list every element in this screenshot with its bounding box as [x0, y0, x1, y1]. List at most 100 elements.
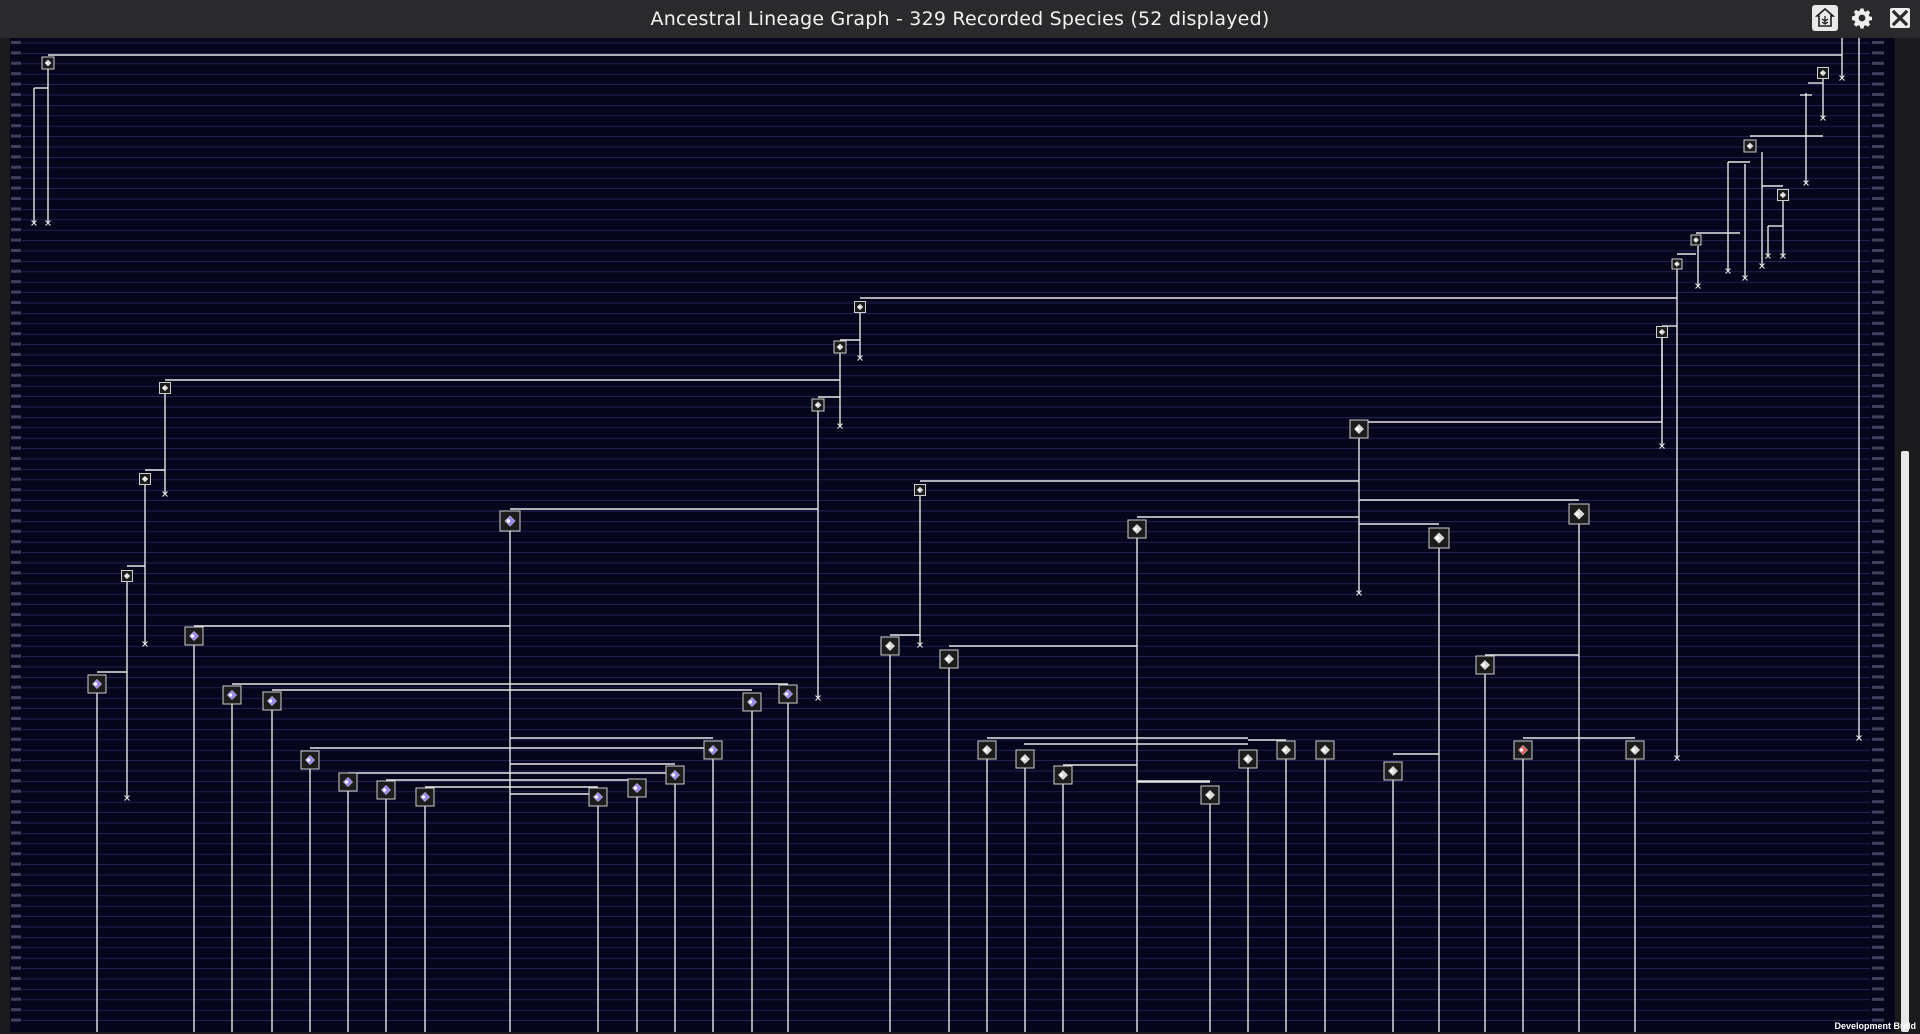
vertical-scrollbar[interactable]: [1898, 38, 1912, 1032]
species-node[interactable]: [376, 780, 396, 800]
species-node[interactable]: [914, 484, 926, 496]
time-tick: [1872, 509, 1884, 512]
species-node[interactable]: [880, 636, 900, 656]
time-tick: [1872, 873, 1884, 876]
species-icon-eye: [1694, 239, 1697, 241]
species-node[interactable]: [1671, 258, 1683, 270]
time-tick: [1872, 425, 1884, 429]
time-tick: [1872, 93, 1884, 96]
time-tick: [1872, 717, 1884, 720]
species-node[interactable]: [627, 778, 647, 798]
species-icon-eye: [1519, 748, 1524, 752]
time-tick: [11, 758, 21, 762]
species-node[interactable]: [499, 510, 521, 532]
time-tick: [11, 498, 21, 502]
close-button[interactable]: [1887, 5, 1913, 31]
tree-button[interactable]: [1812, 5, 1838, 31]
time-tick: [1872, 342, 1884, 346]
species-node[interactable]: [1276, 740, 1296, 760]
species-node[interactable]: [300, 750, 320, 770]
time-tick: [1872, 124, 1884, 128]
species-node[interactable]: [833, 340, 847, 354]
time-tick: [11, 935, 21, 939]
species-node[interactable]: [338, 772, 358, 792]
time-tick: [1872, 613, 1884, 616]
extinction-mark: [1839, 75, 1845, 81]
species-node[interactable]: [588, 787, 608, 807]
time-tick: [1872, 914, 1884, 918]
species-node[interactable]: [1777, 189, 1789, 201]
species-node[interactable]: [139, 473, 151, 485]
species-icon-eye: [748, 700, 753, 704]
species-node[interactable]: [1053, 765, 1073, 785]
species-nodes[interactable]: [41, 56, 1829, 807]
time-tick: [1872, 467, 1884, 471]
time-tick: [11, 290, 21, 294]
scrollbar-thumb[interactable]: [1901, 451, 1909, 1032]
species-node[interactable]: [121, 570, 133, 582]
species-node[interactable]: [1690, 234, 1702, 246]
species-node[interactable]: [1475, 655, 1495, 675]
species-node[interactable]: [1428, 527, 1450, 549]
species-node[interactable]: [703, 740, 723, 760]
time-tick: [11, 821, 21, 824]
species-node[interactable]: [742, 692, 762, 712]
species-node[interactable]: [1315, 740, 1335, 760]
time-tick: [1872, 831, 1884, 835]
species-node[interactable]: [854, 301, 866, 313]
species-node[interactable]: [262, 691, 282, 711]
time-tick: [11, 259, 21, 263]
time-tick: [11, 353, 21, 356]
species-node[interactable]: [41, 56, 55, 70]
lineage-links: [31, 38, 1862, 1032]
species-node[interactable]: [1383, 761, 1403, 781]
time-tick: [11, 436, 21, 440]
lineage-graph-viewport[interactable]: [10, 38, 1895, 1032]
species-node[interactable]: [1238, 749, 1258, 769]
time-tick: [1872, 977, 1884, 980]
settings-button[interactable]: [1849, 5, 1875, 31]
species-node[interactable]: [811, 398, 825, 412]
extinction-mark: [124, 795, 130, 801]
species-node[interactable]: [665, 765, 685, 785]
extinction-mark: [1674, 755, 1680, 761]
time-tick: [11, 945, 21, 949]
species-node[interactable]: [1513, 740, 1533, 760]
lineage-graph[interactable]: [10, 38, 1895, 1032]
time-tick: [11, 852, 21, 856]
species-node[interactable]: [415, 787, 435, 807]
right-time-ticks: [1872, 41, 1884, 1022]
time-tick: [1872, 238, 1884, 242]
time-tick: [11, 207, 21, 211]
time-tick: [1872, 925, 1884, 928]
time-tick: [11, 561, 21, 564]
time-tick: [11, 893, 21, 897]
species-node[interactable]: [1743, 139, 1757, 153]
species-node[interactable]: [87, 674, 107, 694]
species-node[interactable]: [1200, 785, 1220, 805]
species-node[interactable]: [977, 740, 997, 760]
species-node[interactable]: [159, 382, 171, 394]
species-icon-eye: [143, 477, 146, 481]
time-tick: [1872, 259, 1884, 263]
species-node[interactable]: [1568, 503, 1590, 525]
time-tick: [1872, 810, 1884, 814]
time-tick: [1872, 1018, 1884, 1022]
species-node[interactable]: [1015, 749, 1035, 769]
species-node[interactable]: [1349, 419, 1369, 439]
time-tick: [1872, 415, 1884, 419]
time-tick: [11, 145, 21, 148]
time-tick: [11, 61, 21, 65]
species-node[interactable]: [939, 649, 959, 669]
species-node[interactable]: [1625, 740, 1645, 760]
time-tick: [11, 425, 21, 429]
time-tick: [11, 1008, 21, 1012]
species-node[interactable]: [1127, 519, 1147, 539]
species-node[interactable]: [184, 626, 204, 646]
species-node[interactable]: [1817, 67, 1829, 79]
species-node[interactable]: [778, 684, 798, 704]
species-node[interactable]: [222, 685, 242, 705]
time-tick: [11, 862, 21, 866]
species-icon-eye: [1321, 748, 1326, 752]
species-node[interactable]: [1656, 326, 1668, 338]
